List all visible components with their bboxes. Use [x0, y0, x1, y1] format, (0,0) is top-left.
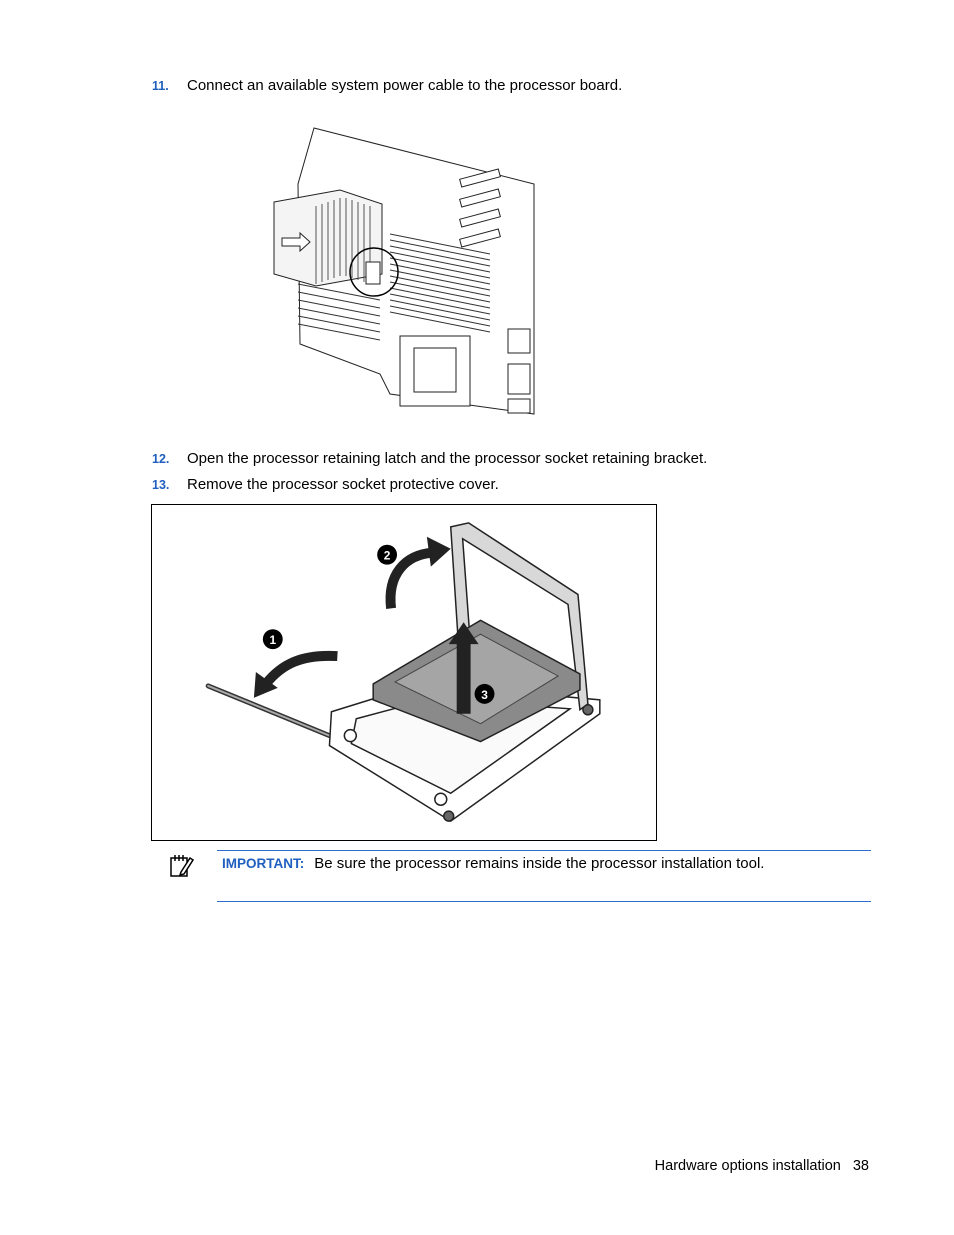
callout-3: 3: [474, 683, 495, 704]
footer-section: Hardware options installation: [654, 1158, 841, 1174]
note-label: IMPORTANT:: [222, 856, 305, 871]
step-11: 11. Connect an available system power cab…: [152, 77, 622, 95]
page-footer: Hardware options installation 38: [655, 1158, 869, 1174]
page-number: 38: [852, 1158, 869, 1174]
svg-text:1: 1: [269, 633, 276, 647]
lift-arrow: [448, 622, 479, 714]
socket-cover-removal-illustration: 1 2 3: [151, 504, 657, 841]
note-top-rule: [217, 850, 871, 851]
step-12: 12. Open the processor retaining latch an…: [152, 450, 707, 468]
callout-2: 2: [377, 544, 398, 565]
important-note: IMPORTANT: Be sure the processor remains …: [222, 855, 764, 873]
step-number: 13.: [152, 478, 170, 492]
note-body: Be sure the processor remains inside the…: [314, 855, 765, 872]
retaining-latch-lever: [205, 683, 332, 739]
step-number: 12.: [152, 452, 170, 466]
svg-text:3: 3: [481, 688, 488, 702]
step-text: Connect an available system power cable …: [187, 77, 623, 94]
latch-open-arrow: [253, 650, 338, 698]
step-text: Open the processor retaining latch and t…: [187, 450, 708, 467]
svg-text:2: 2: [384, 549, 391, 563]
processor-board-illustration: [273, 127, 535, 415]
step-13: 13. Remove the processor socket protectiv…: [152, 476, 499, 494]
important-note-icon: [170, 855, 194, 877]
bracket-open-arrow: [385, 536, 451, 609]
step-text: Remove the processor socket protective c…: [187, 476, 499, 493]
step-number: 11.: [152, 79, 169, 93]
callout-1: 1: [262, 629, 283, 650]
protective-cover: [372, 619, 581, 743]
note-bottom-rule: [217, 901, 871, 902]
